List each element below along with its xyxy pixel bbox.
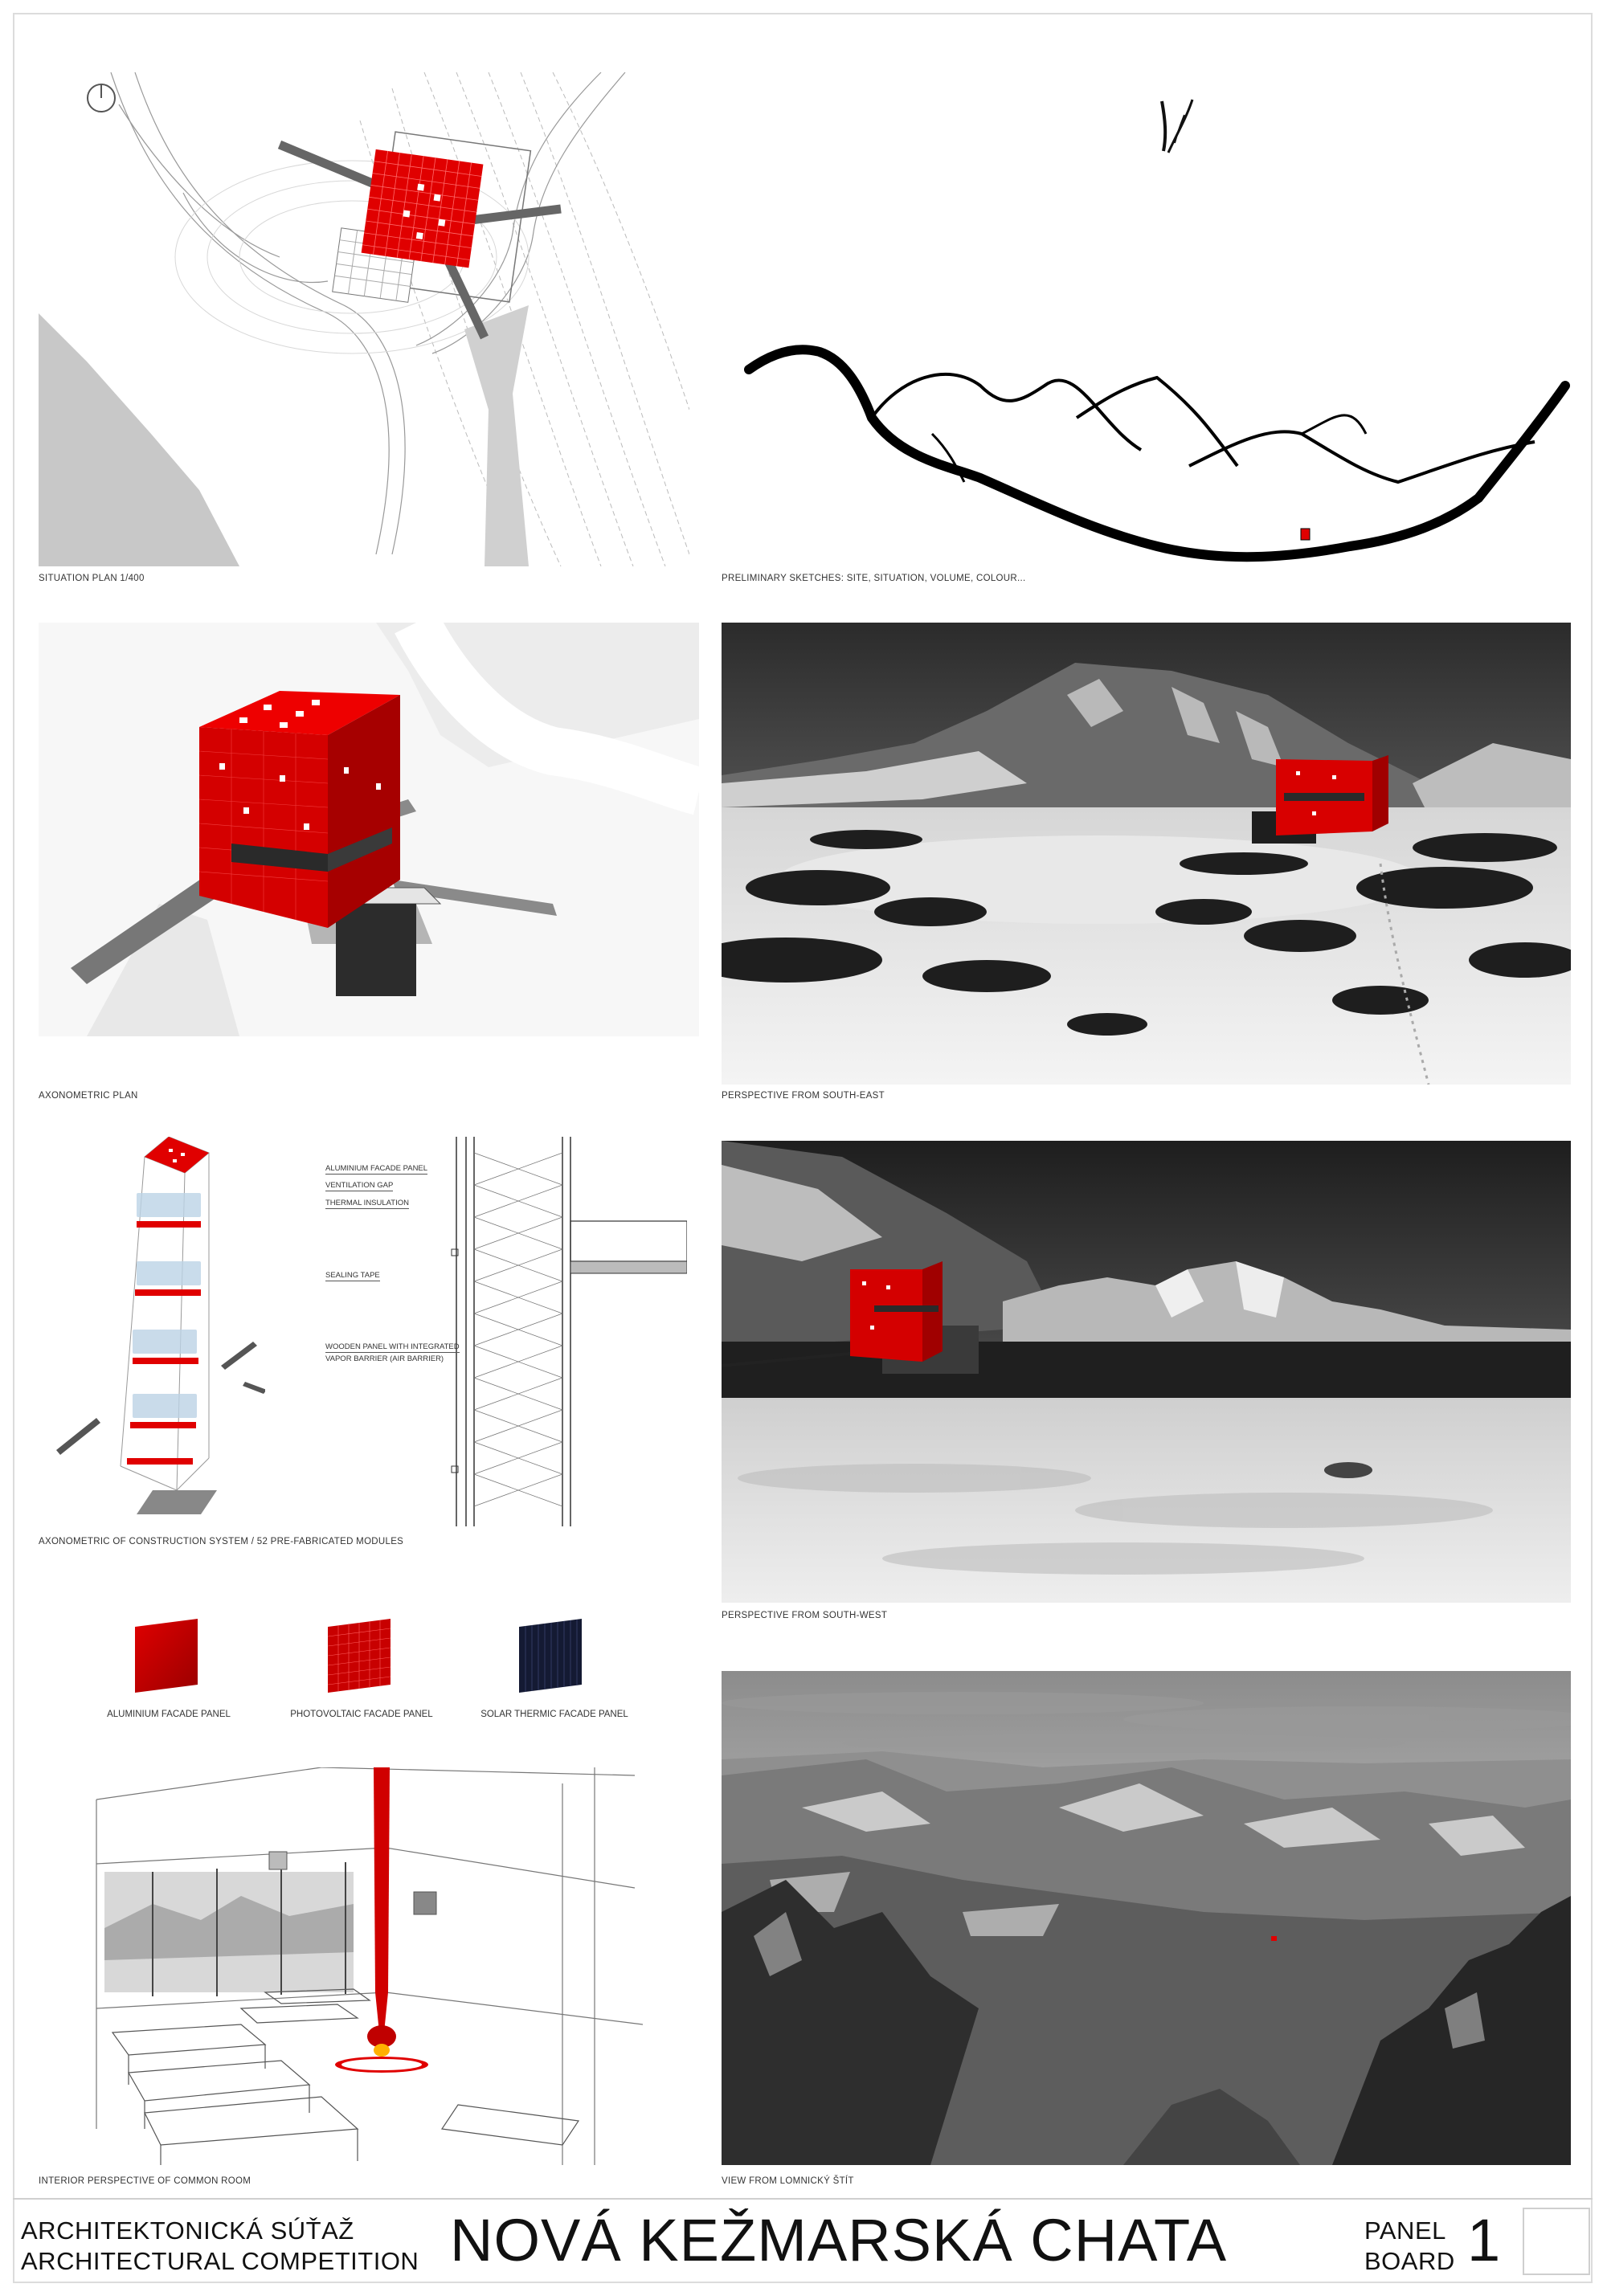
caption-perspective-se: PERSPECTIVE FROM SOUTH-EAST (722, 1091, 885, 1101)
wall-section-detail (450, 1137, 687, 1526)
label-thermal-insulation: THERMAL INSULATION (325, 1199, 409, 1209)
situation-plan (39, 72, 689, 566)
caption-sketches: PRELIMINARY SKETCHES: SITE, SITUATION, V… (722, 574, 1026, 583)
perspective-south-east-photo (722, 623, 1571, 1085)
swatch-label-aluminium: ALUMINIUM FACADE PANEL (107, 1710, 231, 1719)
caption-situation-plan: SITUATION PLAN 1/400 (39, 574, 145, 583)
competition-label-sk: ARCHITEKTONICKÁ SÚŤAŽ (21, 2216, 354, 2245)
stamp-box (1523, 2208, 1590, 2275)
axonometric-plan (39, 623, 699, 1036)
label-wooden-panel: WOODEN PANEL WITH INTEGRATED (325, 1342, 460, 1353)
caption-view-lomnicky: VIEW FROM LOMNICKÝ ŠTÍT (722, 2176, 854, 2186)
competition-label-en: ARCHITECTURAL COMPETITION (21, 2247, 419, 2275)
label-ventilation-gap: VENTILATION GAP (325, 1181, 394, 1191)
board-label: BOARD (1364, 2247, 1455, 2275)
swatch-label-solar-thermic: SOLAR THERMIC FACADE PANEL (480, 1710, 628, 1719)
swatch-aluminium (135, 1619, 198, 1693)
label-aluminium-panel: ALUMINIUM FACADE PANEL (325, 1164, 428, 1175)
caption-perspective-sw: PERSPECTIVE FROM SOUTH-WEST (722, 1611, 888, 1620)
preliminary-sketch (739, 329, 1571, 574)
interior-perspective (80, 1767, 643, 2165)
footer-divider (13, 2198, 1593, 2200)
caption-axonometric-plan: AXONOMETRIC PLAN (39, 1091, 138, 1101)
caption-axonometric-construction: AXONOMETRIC OF CONSTRUCTION SYSTEM / 52 … (39, 1537, 404, 1546)
caption-interior: INTERIOR PERSPECTIVE OF COMMON ROOM (39, 2176, 251, 2186)
sketch-small-icon (1157, 95, 1201, 159)
swatch-solar-thermic (519, 1619, 582, 1693)
project-title: NOVÁ KEŽMARSKÁ CHATA (450, 2207, 1228, 2274)
swatch-photovoltaic (327, 1619, 391, 1693)
board-number: 1 (1467, 2207, 1501, 2274)
label-sealing-tape: SEALING TAPE (325, 1271, 380, 1281)
construction-axonometric (56, 1137, 265, 1514)
panel-label: PANEL (1364, 2216, 1446, 2245)
north-arrow-icon (87, 84, 116, 112)
view-lomnicky-photo (722, 1671, 1571, 2165)
swatch-label-photovoltaic: PHOTOVOLTAIC FACADE PANEL (290, 1710, 433, 1719)
board-frame (13, 13, 1593, 2283)
perspective-south-west-photo (722, 1141, 1571, 1603)
label-vapor-barrier: VAPOR BARRIER (AIR BARRIER) (325, 1354, 444, 1363)
